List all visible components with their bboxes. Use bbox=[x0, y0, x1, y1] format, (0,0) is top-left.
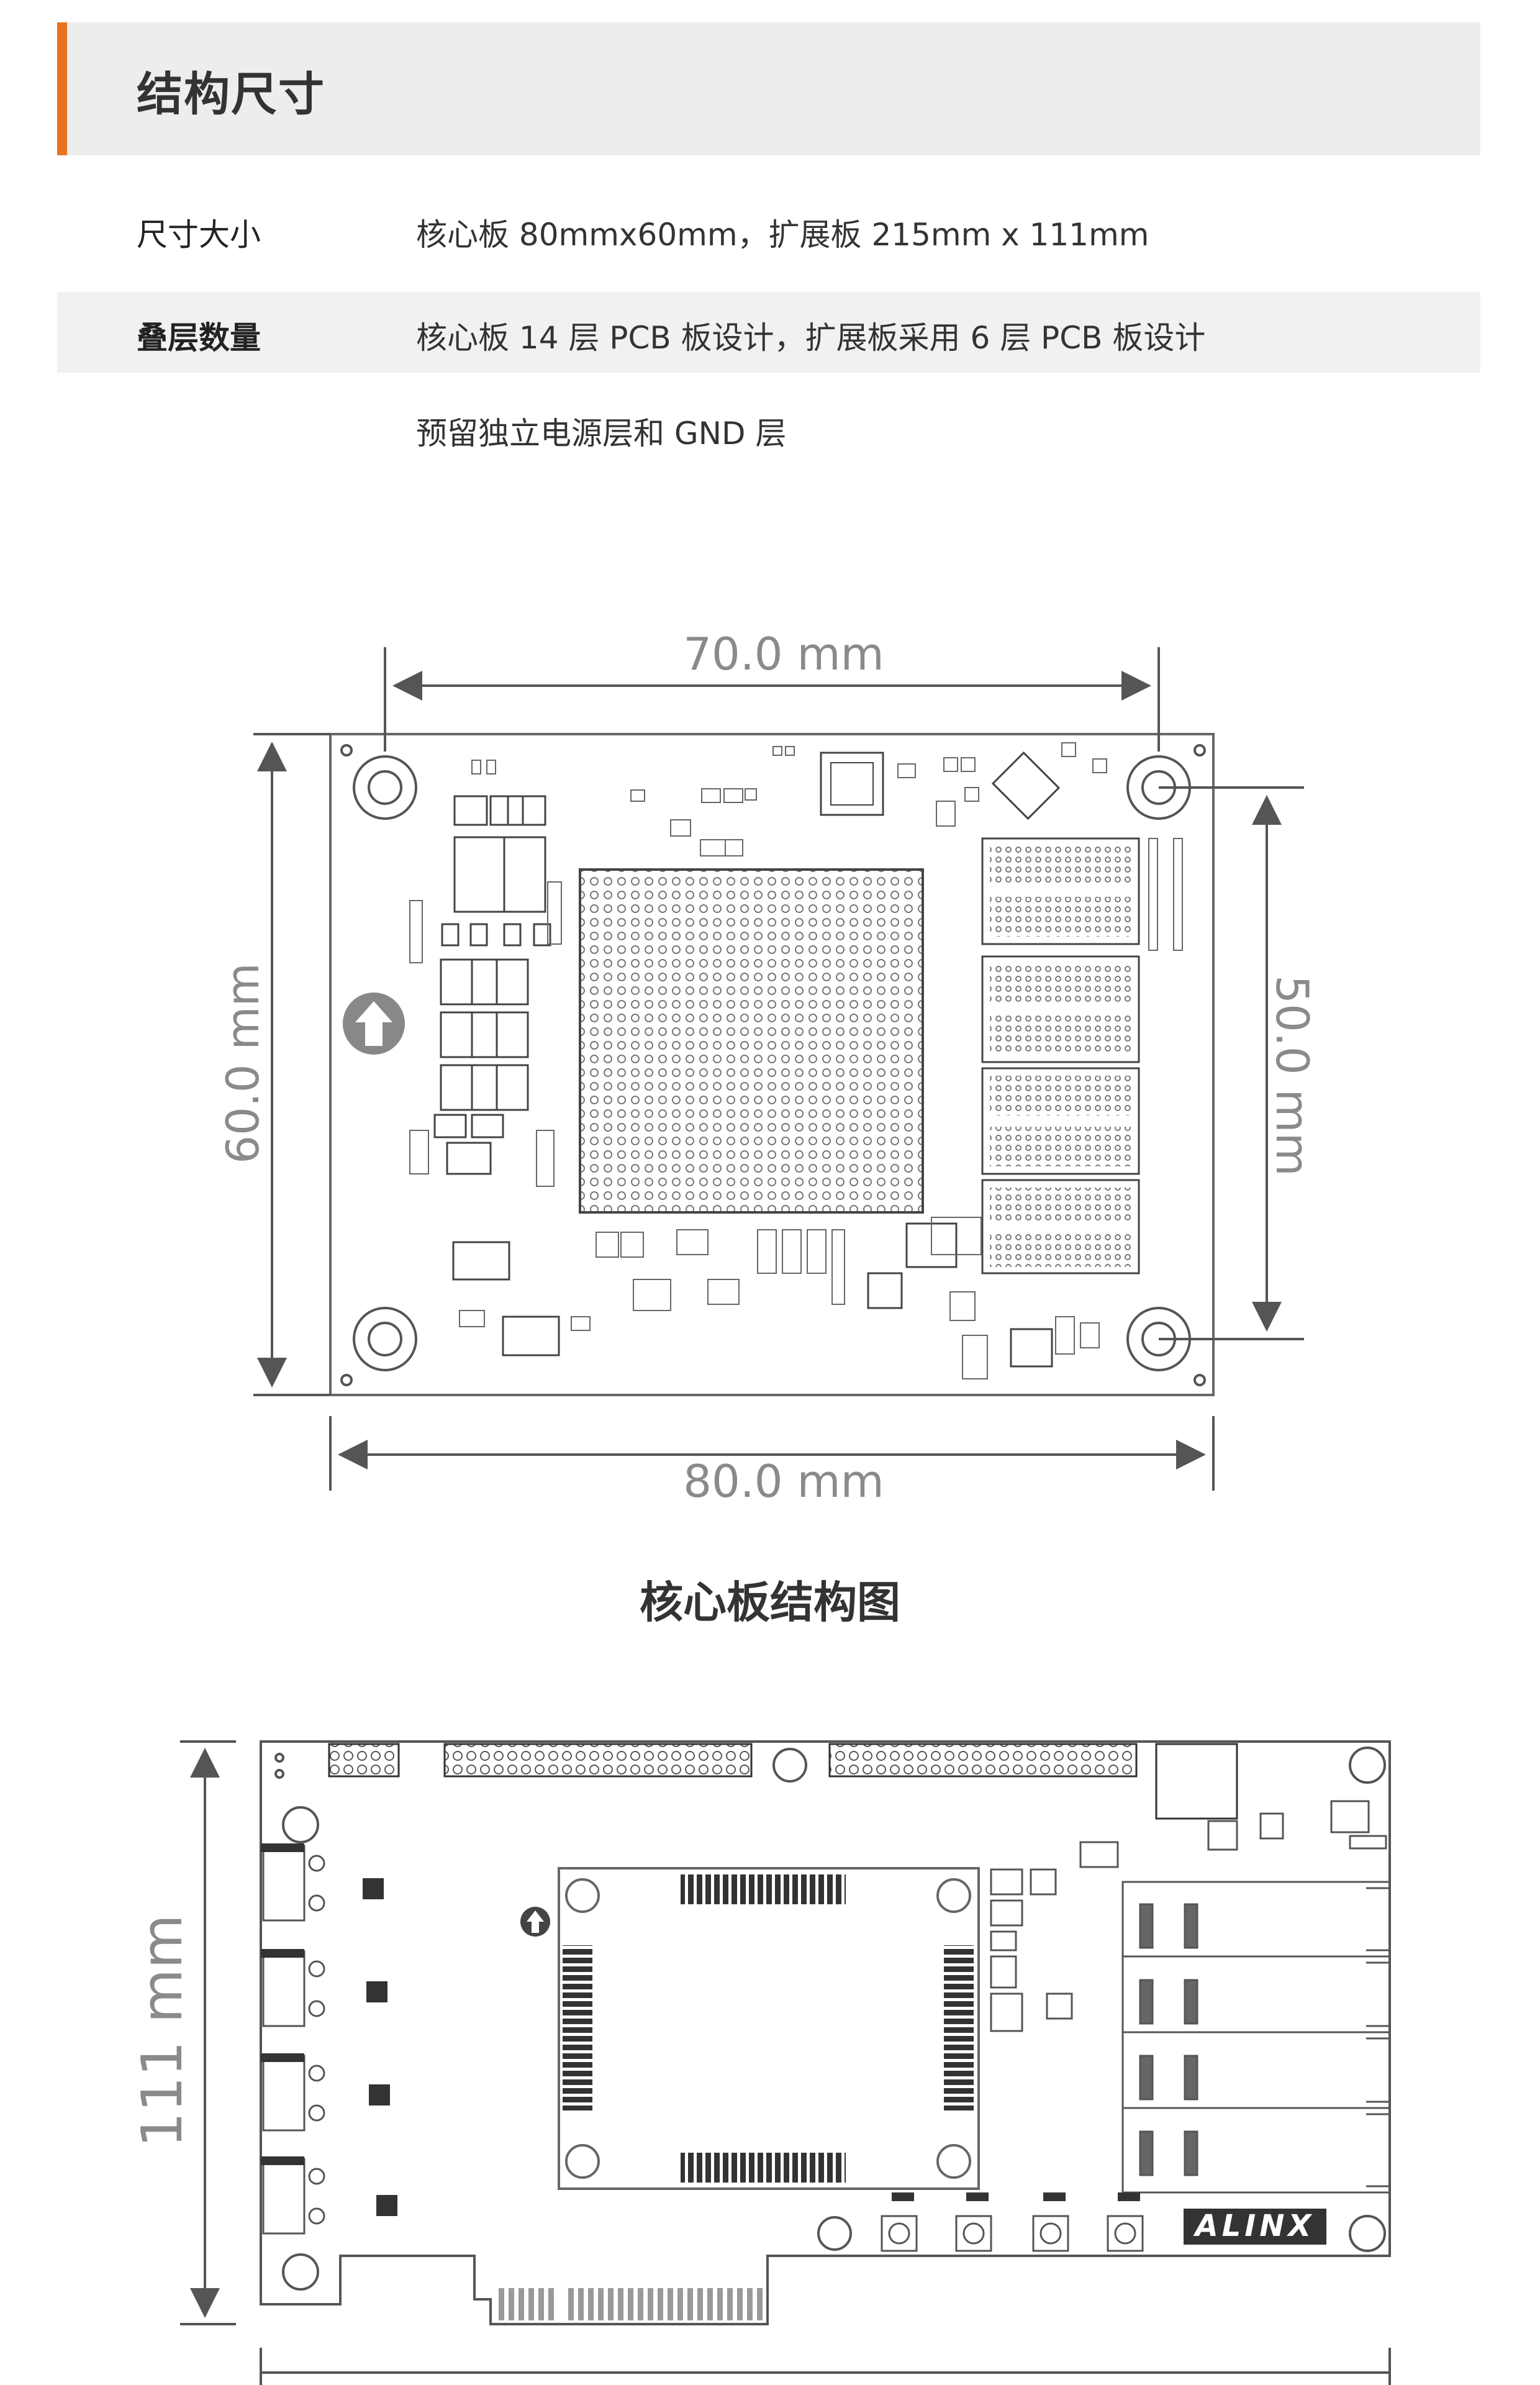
socket-holes bbox=[565, 1878, 971, 2179]
alinx-logo bbox=[1184, 2209, 1326, 2245]
board-connector-right bbox=[944, 1945, 974, 2110]
spec-row-power: 预留独立电源层和 GND 层 bbox=[57, 391, 1480, 472]
dim-top-label: 70.0 mm bbox=[683, 628, 884, 680]
carrier-dim-left-label: 111 mm bbox=[130, 1914, 195, 2148]
spec-value: 核心板 14 层 PCB 板设计，扩展板采用 6 层 PCB 板设计 bbox=[416, 320, 1206, 356]
spec-row-size: 尺寸大小 核心板 80mmx60mm，扩展板 215mm x 111mm bbox=[57, 186, 1480, 273]
spec-value: 核心板 80mmx60mm，扩展板 215mm x 111mm bbox=[416, 217, 1149, 253]
sfp-cages bbox=[1121, 1881, 1391, 2194]
pin-headers bbox=[328, 1743, 1238, 1820]
leds bbox=[892, 2192, 1140, 2201]
spec-row-layers: 叠层数量 核心板 14 层 PCB 板设计，扩展板采用 6 层 PCB 板设计 bbox=[57, 292, 1480, 373]
dim-right-label: 50.0 mm bbox=[1266, 975, 1318, 1176]
carrier-dimension-lines bbox=[180, 1740, 1391, 2385]
header-accent-bar bbox=[57, 22, 67, 155]
core-board-socket bbox=[558, 1867, 980, 2190]
spec-label: 叠层数量 bbox=[137, 320, 261, 356]
ddr-chips bbox=[981, 837, 1140, 1274]
spec-label: 尺寸大小 bbox=[137, 217, 261, 253]
core-board: 70.0 mm 60.0 mm 50.0 mm 80.0 mm bbox=[217, 628, 1318, 1507]
section-title: 结构尺寸 bbox=[137, 68, 325, 121]
orientation-arrow-icon bbox=[343, 993, 405, 1055]
mid-right-components bbox=[990, 1800, 1387, 2032]
mounting-holes bbox=[340, 744, 1206, 1386]
pcie-fingers-short bbox=[497, 2288, 556, 2320]
fpga-bga-chip bbox=[579, 868, 924, 1214]
carrier-orientation-arrow-icon bbox=[520, 1907, 550, 1937]
carrier-mounting-holes bbox=[274, 1747, 1386, 2291]
pcie-fingers-long bbox=[566, 2288, 765, 2320]
core-dimension-lines bbox=[253, 647, 1304, 1491]
spec-value: 预留独立电源层和 GND 层 bbox=[416, 416, 787, 452]
dim-left-label: 60.0 mm bbox=[217, 963, 269, 1163]
dim-bottom-label: 80.0 mm bbox=[683, 1455, 884, 1507]
board-connector-bottom bbox=[681, 2153, 846, 2183]
passive-components bbox=[409, 742, 1183, 1379]
push-buttons bbox=[881, 2215, 1144, 2252]
board-connector-left bbox=[563, 1945, 592, 2110]
core-board-caption: 核心板结构图 bbox=[640, 1577, 900, 1628]
clock-chip bbox=[991, 751, 1061, 820]
left-clock-chips bbox=[261, 1843, 397, 2216]
board-connector-top bbox=[681, 1874, 846, 1904]
carrier-board: ALINX 111 mm bbox=[130, 1740, 1391, 2385]
section-header: 结构尺寸 bbox=[57, 22, 1480, 155]
flash-chip bbox=[820, 752, 884, 816]
alinx-logo-text: ALINX bbox=[1193, 2209, 1315, 2243]
